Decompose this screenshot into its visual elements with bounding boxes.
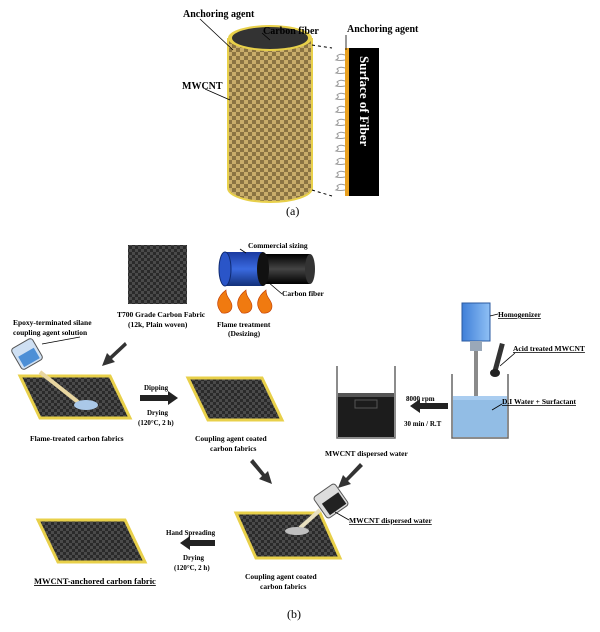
process-arrow <box>338 463 363 488</box>
coated-label-1: Coupling agent coated <box>195 434 268 443</box>
fiber-surface-detail: Surface of Fiber <box>334 48 379 196</box>
cnt-strand <box>334 144 346 152</box>
process-arrow <box>250 459 272 484</box>
acid-mwcnt-label: Acid treated MWCNT <box>513 344 585 353</box>
di-water-label: D.I Water + Surfactant <box>502 397 576 406</box>
projection-line <box>311 189 333 197</box>
projection-line <box>311 44 333 49</box>
flame-icon <box>217 289 273 314</box>
drying-label-2: Drying <box>183 554 205 562</box>
silane-label-2: coupling agent solution <box>13 328 88 337</box>
drying-label-1: Drying <box>147 409 169 417</box>
silane-label: Epoxy-terminated silane <box>13 318 92 327</box>
dipping-label: Dipping <box>144 384 169 392</box>
cnt-strand <box>334 66 346 74</box>
rpm-label: 8000 rpm <box>406 395 435 403</box>
commercial-sizing-label: Commercial sizing <box>248 241 308 250</box>
time-label: 30 min / R.T <box>404 420 442 428</box>
fabric-sheet-coated-1 <box>185 376 285 422</box>
drying-params-2: (120°C, 2 h) <box>174 564 210 572</box>
fabric-sheet-final <box>35 518 148 564</box>
panel-a-caption: (a) <box>286 204 299 218</box>
carbon-fabric-swatch <box>128 245 187 304</box>
cnt-strand <box>334 92 346 100</box>
final-product-label: MWCNT-anchored carbon fabric <box>34 576 156 586</box>
cnt-strand <box>334 79 346 87</box>
mwcnt-coated-fiber <box>227 25 313 203</box>
beaker-mwcnt-dispersed <box>336 366 396 439</box>
cnt-strand <box>334 53 346 61</box>
drying-params-1: (120°C, 2 h) <box>138 419 174 427</box>
hand-spreading-label: Hand Spreading <box>166 529 216 537</box>
carbon-fiber-label-b: Carbon fiber <box>282 289 325 298</box>
mwcnt-label: MWCNT <box>182 81 223 92</box>
cnt-strand <box>334 157 346 165</box>
carbon-fiber-label: Carbon fiber <box>263 26 319 37</box>
flame-treatment-label-2: (Desizing) <box>228 329 261 338</box>
homogenizer-label: Homogenizer <box>498 310 542 319</box>
sized-fiber-cylinder <box>218 251 315 287</box>
flame-treatment-label: Flame treatment <box>217 320 271 329</box>
hand-spreading-arrow <box>180 536 215 550</box>
process-arrow <box>102 342 127 366</box>
fabric-caption: T700 Grade Carbon Fabric <box>117 310 206 319</box>
dispersed-label-1: MWCNT dispersed water <box>325 449 408 458</box>
fabric-sheet-coated-2 <box>233 508 343 560</box>
fabric-sheet-flame-treated <box>17 370 133 420</box>
cnt-strand <box>334 183 346 191</box>
coated-label-2b: carbon fabrics <box>260 582 307 591</box>
anchoring-agent-label: Anchoring agent <box>183 9 255 20</box>
panel-a: Surface of Fiber Anchoring agent Carbon … <box>182 9 419 218</box>
cnt-strand <box>334 105 346 113</box>
dipping-arrow <box>140 391 178 405</box>
silane-beaker-icon <box>11 338 43 370</box>
homogenizer-icon <box>461 302 505 397</box>
anchoring-agent-label-right: Anchoring agent <box>347 24 419 35</box>
homogenize-arrow <box>410 399 448 413</box>
panel-b-caption: (b) <box>287 607 301 621</box>
cnt-strand <box>334 118 346 126</box>
coated-label-1b: carbon fabrics <box>210 444 257 453</box>
coated-label-2: Coupling agent coated <box>245 572 318 581</box>
dispersed-label-2: MWCNT dispersed water <box>349 516 432 525</box>
surface-of-fiber-label: Surface of Fiber <box>357 56 372 146</box>
mwcnt-pour-beaker-icon <box>313 483 349 519</box>
panel-b: T700 Grade Carbon Fabric (12k, Plain wov… <box>11 241 585 621</box>
cnt-strand <box>334 170 346 178</box>
fabric-caption-2: (12k, Plain woven) <box>128 320 188 329</box>
beaker-di-water <box>451 374 509 439</box>
cnt-strand <box>334 131 346 139</box>
flame-treated-label: Flame-treated carbon fabrics <box>30 434 124 443</box>
